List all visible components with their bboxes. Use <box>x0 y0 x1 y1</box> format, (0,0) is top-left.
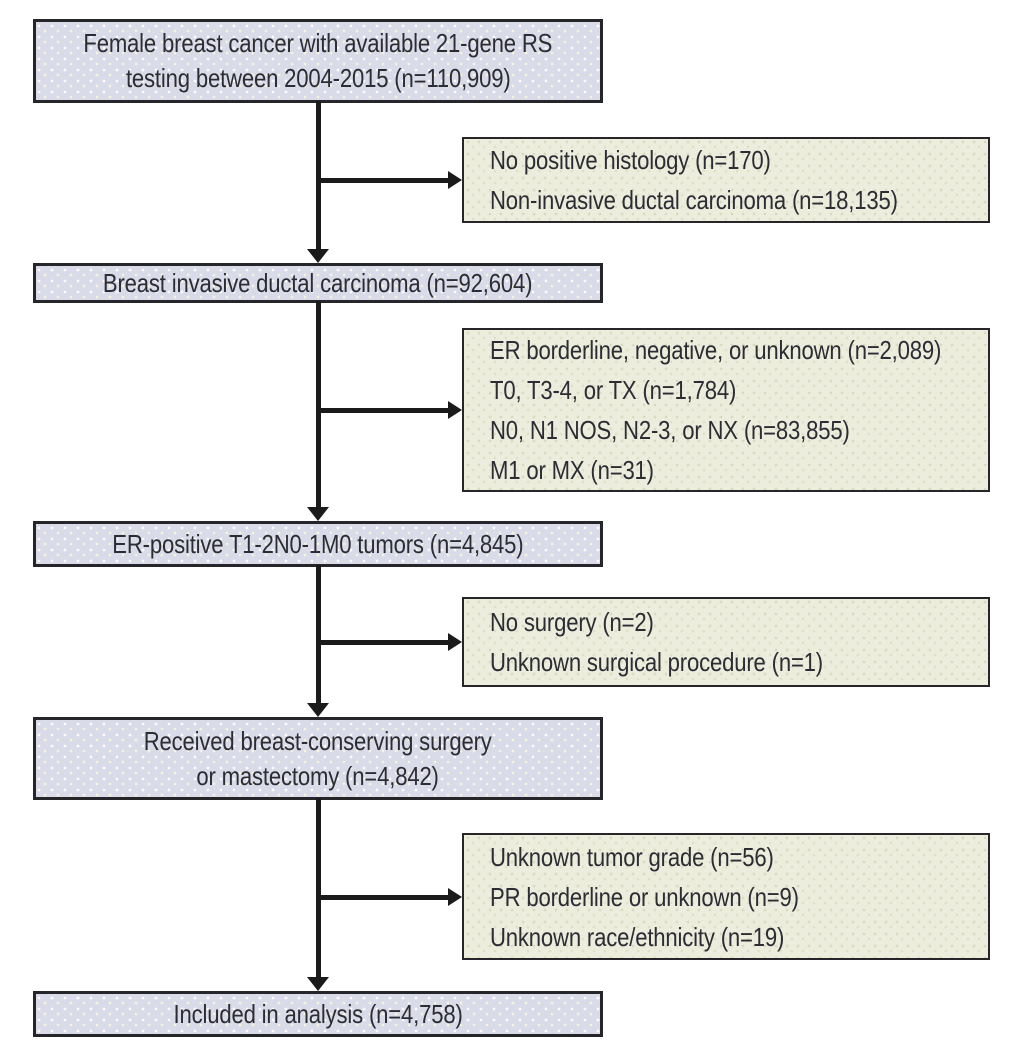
exclusion-text-line: ER borderline, negative, or unknown (n=2… <box>490 335 942 365</box>
exclusion-text-line: No positive histology (n=170) <box>490 145 771 175</box>
right-arrow-icon <box>448 633 462 651</box>
flow-box-included-in-analysis: Included in analysis (n=4,758) <box>33 991 603 1037</box>
exclusion-box-missing-data: Unknown tumor grade (n=56) PR borderline… <box>462 833 990 960</box>
flow-box-er-positive-tumors: ER-positive T1-2N0-1M0 tumors (n=4,845) <box>33 521 603 567</box>
exclusion-box-stage-receptor: ER borderline, negative, or unknown (n=2… <box>462 328 990 492</box>
right-arrow-icon <box>448 888 462 906</box>
exclusion-text-line: No surgery (n=2) <box>490 607 654 637</box>
right-arrow-icon <box>448 401 462 419</box>
exclusion-box-surgery: No surgery (n=2) Unknown surgical proced… <box>462 597 990 687</box>
down-arrow-icon <box>307 703 329 717</box>
connector-line-1 <box>316 101 321 251</box>
exclusion-text-line: N0, N1 NOS, N2-3, or NX (n=83,855) <box>490 415 850 445</box>
down-arrow-icon <box>307 977 329 991</box>
exclusion-text-line: Non-invasive ductal carcinoma (n=18,135) <box>490 185 898 215</box>
exclusion-text-line: PR borderline or unknown (n=9) <box>490 881 799 912</box>
right-arrow-icon <box>448 171 462 189</box>
flow-box-text-line: Included in analysis (n=4,758) <box>173 998 463 1029</box>
down-arrow-icon <box>307 507 329 521</box>
exclusion-box-histology: No positive histology (n=170) Non-invasi… <box>462 137 990 223</box>
exclusion-text-line: Unknown tumor grade (n=56) <box>490 841 774 872</box>
flow-box-invasive-ductal-carcinoma: Breast invasive ductal carcinoma (n=92,6… <box>33 263 603 303</box>
connector-line-4 <box>316 798 321 980</box>
flow-box-text-line: Female breast cancer with available 21-g… <box>83 28 553 58</box>
branch-line-2 <box>316 408 448 413</box>
exclusion-text-line: T0, T3-4, or TX (n=1,784) <box>490 375 737 405</box>
flow-box-text-line: Breast invasive ductal carcinoma (n=92,6… <box>103 267 533 298</box>
branch-line-1 <box>316 178 448 183</box>
exclusion-text-line: Unknown race/ethnicity (n=19) <box>490 921 785 952</box>
flow-box-text-line: or mastectomy (n=4,842) <box>196 760 440 791</box>
flow-box-received-surgery: Received breast-conserving surgery or ma… <box>33 717 603 800</box>
branch-line-4 <box>316 895 448 900</box>
flow-box-source-population: Female breast cancer with available 21-g… <box>33 19 603 103</box>
branch-line-3 <box>316 640 448 645</box>
connector-line-3 <box>316 565 321 705</box>
down-arrow-icon <box>307 249 329 263</box>
exclusion-text-line: M1 or MX (n=31) <box>490 455 654 485</box>
flow-box-text-line: testing between 2004-2015 (n=110,909) <box>125 63 511 93</box>
exclusion-text-line: Unknown surgical procedure (n=1) <box>490 647 824 677</box>
connector-line-2 <box>316 301 321 509</box>
flow-box-text-line: ER-positive T1-2N0-1M0 tumors (n=4,845) <box>112 528 524 559</box>
flow-box-text-line: Received breast-conserving surgery <box>144 725 492 756</box>
